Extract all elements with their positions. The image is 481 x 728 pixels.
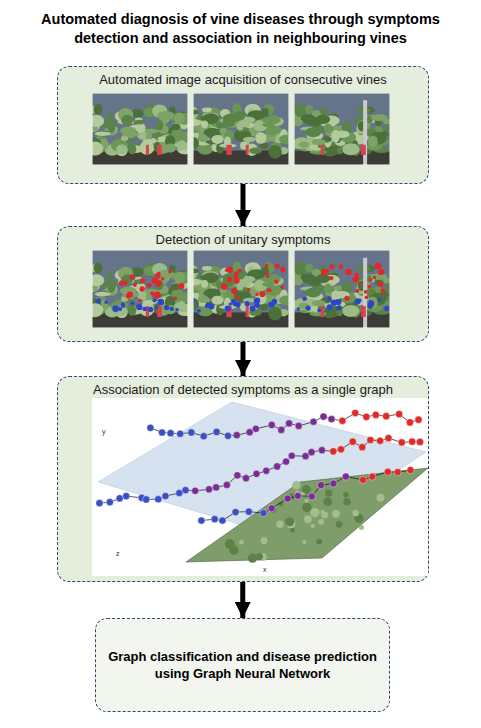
step-title: Association of detected symptoms as a si… xyxy=(62,382,424,398)
diagram-title: Automated diagnosis of vine diseases thr… xyxy=(18,10,463,48)
result-box: Graph classification and disease predict… xyxy=(95,618,390,712)
step-title: Graph classification and disease predict… xyxy=(96,648,389,682)
step-title: Automated image acquisition of consecuti… xyxy=(62,72,424,88)
step-box: Detection of unitary symptoms xyxy=(57,226,429,342)
step-box: Automated image acquisition of consecuti… xyxy=(57,66,429,184)
flow-arrow xyxy=(241,184,246,226)
flow-arrow xyxy=(240,582,245,618)
step-title: Detection of unitary symptoms xyxy=(62,232,424,248)
axis-label: x xyxy=(263,566,267,574)
axis-label: z xyxy=(116,550,120,558)
axis-label: y xyxy=(102,428,106,436)
flow-arrow xyxy=(241,342,246,376)
step-box: Association of detected symptoms as a si… xyxy=(57,376,429,582)
